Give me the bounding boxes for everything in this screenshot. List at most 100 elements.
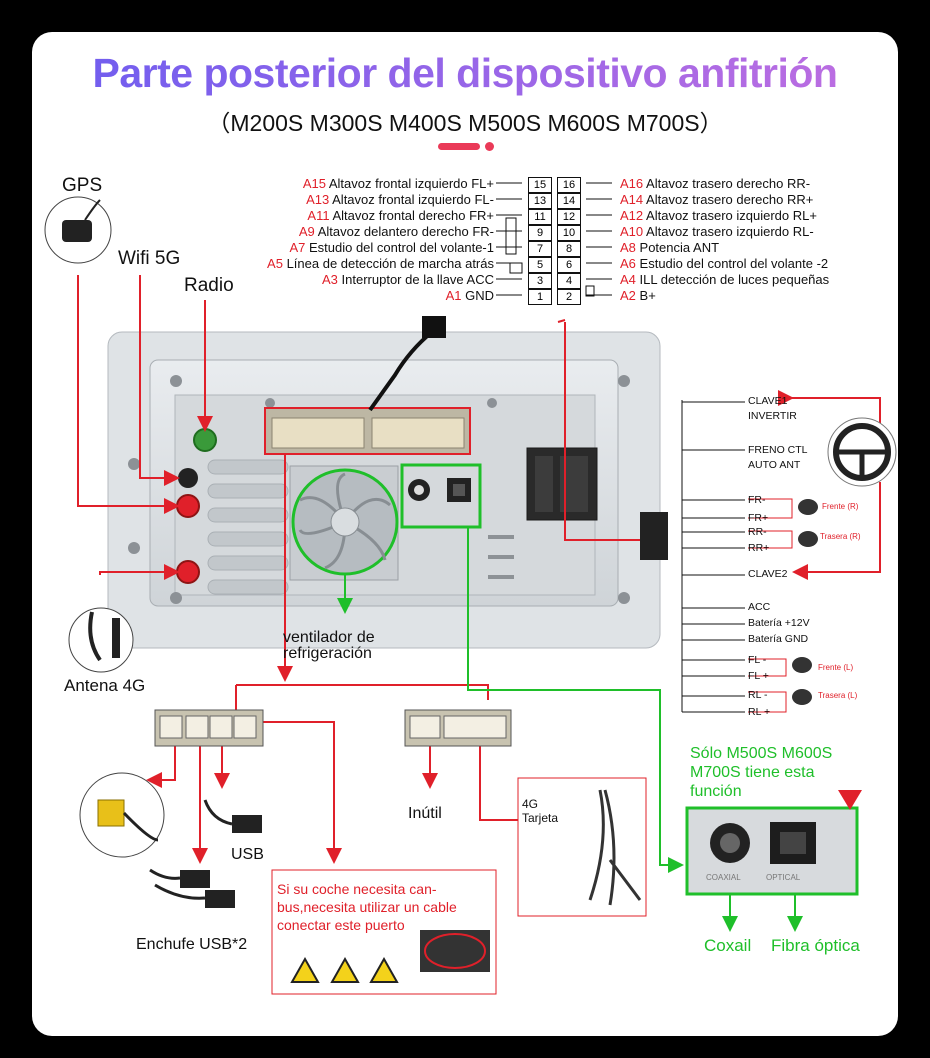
pin-code: A15: [302, 176, 326, 191]
pin-number: 8: [557, 241, 581, 257]
harness-frm: FR-: [748, 494, 766, 506]
pin-number: 14: [557, 193, 581, 209]
pin-right-label: A12 Altavoz trasero izquierdo RL+: [620, 208, 817, 223]
harness-frp: FR+: [748, 512, 769, 524]
inutil-label: Inútil: [408, 805, 442, 822]
harness-clave1: CLAVE1: [748, 395, 788, 407]
pin-right-label: A16 Altavoz trasero derecho RR-: [620, 176, 810, 191]
usb-label: USB: [231, 846, 264, 863]
pin-code: A12: [620, 208, 644, 223]
pin-number: 12: [557, 209, 581, 225]
pin-left-label: A1 GND: [446, 288, 494, 303]
pin-description: ILL detección de luces pequeñas: [639, 272, 830, 287]
pager-dash: [438, 143, 480, 150]
harness-rrp: RR+: [748, 542, 770, 554]
pin-code: A6: [620, 256, 636, 271]
only-models-note: Sólo M500S M600S M700S tiene esta funció…: [690, 745, 833, 800]
coaxial-label: Coxail: [704, 936, 752, 955]
pin-description: Línea de detección de marcha atrás: [286, 256, 494, 271]
pin-description: Estudio del control del volante-1: [308, 240, 494, 255]
pin-description: B+: [639, 288, 656, 303]
pin-code: A3: [322, 272, 338, 287]
optical-label: Fibra óptica: [771, 936, 860, 955]
pin-number: 1: [528, 289, 552, 305]
harness-flp: FL +: [748, 670, 769, 682]
pin-right-label: A8 Potencia ANT: [620, 240, 719, 255]
pin-description: Altavoz trasero izquierdo RL+: [646, 208, 817, 223]
harness-freno: FRENO CTL: [748, 444, 808, 456]
pin-code: A4: [620, 272, 636, 287]
page-subtitle: （M200S M300S M400S M500S M600S M700S）: [207, 110, 723, 136]
front-l-label: Frente (L): [818, 663, 854, 672]
pin-number: 4: [557, 273, 581, 289]
pin-left-label: A15 Altavoz frontal izquierdo FL+: [303, 176, 494, 191]
fan-label: ventilador de refrigeración: [283, 629, 375, 662]
harness-clave2: CLAVE2: [748, 568, 788, 580]
pin-left-label: A5 Línea de detección de marcha atrás: [267, 256, 494, 271]
canbus-note: Si su coche necesita can-bus,necesita ut…: [277, 881, 457, 933]
pin-right-label: A6 Estudio del control del volante -2: [620, 256, 828, 271]
pin-code: A14: [620, 192, 644, 207]
pin-left-label: A7 Estudio del control del volante-1: [289, 240, 494, 255]
pin-description: Altavoz trasero derecho RR+: [646, 192, 814, 207]
coax-port-text: COAXIAL: [706, 873, 741, 882]
pin-description: Altavoz delantero derecho FR-: [317, 224, 494, 239]
pin-description: Potencia ANT: [639, 240, 720, 255]
pin-description: GND: [465, 288, 494, 303]
pin-description: Altavoz frontal izquierdo FL-: [332, 192, 494, 207]
pin-code: A11: [307, 208, 330, 223]
pin-right-label: A10 Altavoz trasero izquierdo RL-: [620, 224, 814, 239]
pin-left-label: A9 Altavoz delantero derecho FR-: [299, 224, 494, 239]
pin-code: A5: [267, 256, 283, 271]
pin-code: A8: [620, 240, 636, 255]
pin-code: A10: [620, 224, 644, 239]
opt-port-text: OPTICAL: [766, 873, 801, 882]
pin-description: Interruptor de la llave ACC: [341, 272, 494, 287]
pin-description: Altavoz trasero izquierdo RL-: [646, 224, 814, 239]
pin-code: A2: [620, 288, 636, 303]
pin-number: 6: [557, 257, 581, 273]
gps-label: GPS: [62, 175, 103, 196]
antenna-4g-label: Antena 4G: [64, 676, 146, 695]
head-unit: [107, 331, 661, 649]
pin-code: A9: [298, 224, 315, 239]
pin-code: A13: [306, 192, 330, 207]
pin-description: Altavoz frontal izquierdo FL+: [328, 176, 494, 191]
steering-wheel-icon: [827, 417, 897, 487]
harness-acc: ACC: [748, 601, 771, 613]
harness-autoant: AUTO ANT: [748, 459, 801, 471]
pin-right-label: A2 B+: [620, 288, 656, 303]
pager-dot: [485, 142, 494, 151]
harness-flm: FL -: [748, 654, 767, 666]
pin-number: 15: [528, 177, 552, 193]
pin-description: Altavoz trasero derecho RR-: [646, 176, 811, 191]
harness-invertir: INVERTIR: [748, 410, 797, 422]
pin-number: 16: [557, 177, 581, 193]
harness-rlm: RL -: [748, 689, 768, 701]
pin-number: 5: [528, 257, 552, 273]
pin-number: 13: [528, 193, 552, 209]
card-4g-label: 4G Tarjeta: [522, 797, 559, 825]
harness-rrm: RR-: [748, 526, 767, 538]
pin-left-label: A11 Altavoz frontal derecho FR+: [307, 208, 494, 223]
pin-number: 10: [557, 225, 581, 241]
pin-right-label: A4 ILL detección de luces pequeñas: [620, 272, 829, 287]
radio-label: Radio: [184, 275, 234, 296]
pin-code: A7: [289, 240, 306, 255]
page-title: Parte posterior del dispositivo anfitrió…: [0, 50, 930, 97]
pin-right-label: A14 Altavoz trasero derecho RR+: [620, 192, 813, 207]
harness-bat12: Batería +12V: [748, 617, 810, 629]
pin-left-label: A13 Altavoz frontal izquierdo FL-: [306, 192, 494, 207]
harness-batgnd: Batería GND: [748, 633, 809, 645]
pin-number: 11: [528, 209, 552, 225]
pin-number: 2: [557, 289, 581, 305]
front-r-label: Frente (R): [822, 502, 859, 511]
pin-number: 3: [528, 273, 552, 289]
rear-r-label: Trasera (R): [820, 532, 861, 541]
pin-left-label: A3 Interruptor de la llave ACC: [322, 272, 494, 287]
pin-description: Estudio del control del volante -2: [639, 256, 829, 271]
pin-code: A16: [620, 176, 644, 191]
pin-code: A1: [445, 288, 462, 303]
usb2-label: Enchufe USB*2: [136, 936, 248, 953]
